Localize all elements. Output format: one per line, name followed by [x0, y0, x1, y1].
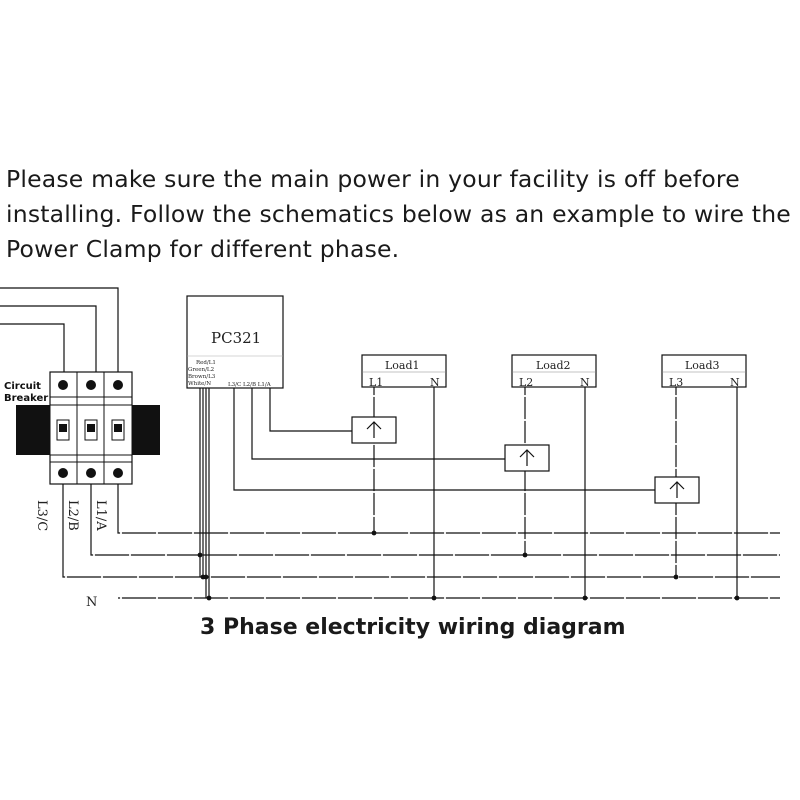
wire-color-red: Red/L1: [196, 360, 216, 366]
instructions-text: Please make sure the main power in your …: [6, 162, 796, 267]
terminal-bottom-l2: [86, 468, 96, 478]
wire-color-green: Green/L2: [188, 367, 214, 373]
ct-lead-l2: [251, 388, 505, 460]
load3-line: L3: [669, 376, 683, 389]
arrow-up-icon: [519, 449, 535, 466]
ct-clamp-l1: [351, 416, 397, 444]
terminal-top-l1: [113, 380, 123, 390]
ct-clamp-l2: [504, 444, 550, 472]
arrow-up-icon: [366, 421, 382, 438]
device-name: PC321: [211, 329, 261, 347]
circuit-breaker: [16, 371, 160, 485]
pc321-device: [186, 295, 284, 389]
ct-lead-l3: [233, 388, 655, 491]
bus-l2: [90, 484, 780, 556]
wire-color-brown: Brown/L3: [188, 374, 216, 380]
load2-line: L2: [519, 376, 533, 389]
terminal-top-l2: [86, 380, 96, 390]
load2-neutral: N: [580, 376, 590, 389]
instructions-line-3: Power Clamp for different phase.: [6, 235, 400, 263]
instructions-line-2: installing. Follow the schematics below …: [6, 200, 791, 228]
device-terminals: L3/C L2/B L1/A: [228, 382, 272, 388]
diagram-caption: 3 Phase electricity wiring diagram: [200, 615, 626, 640]
phase-label-l1: L1/A: [93, 500, 108, 531]
terminal-top-l3: [58, 380, 68, 390]
bus-l3: [62, 484, 780, 578]
supply-wire-l3: [0, 323, 65, 372]
neutral-label: N: [86, 595, 97, 610]
load1-neutral: N: [430, 376, 440, 389]
supply-wire-l2: [0, 305, 97, 372]
load3-name: Load3: [685, 359, 720, 372]
load3-box: [661, 354, 747, 388]
load1-line: L1: [369, 376, 383, 389]
supply-wire-l1: [0, 287, 119, 372]
terminal-bottom-l3: [58, 468, 68, 478]
phase-label-l3: L3/C: [34, 500, 49, 531]
phase-label-l2: L2/B: [65, 500, 80, 531]
load1-name: Load1: [385, 359, 420, 372]
instructions-line-1: Please make sure the main power in your …: [6, 165, 740, 193]
breaker-label-line2: Breaker: [4, 393, 48, 404]
breaker-label-line1: Circuit: [4, 381, 41, 392]
arrow-up-icon: [669, 481, 685, 498]
wire-color-white: White/N: [188, 381, 211, 387]
load3-neutral: N: [730, 376, 740, 389]
ct-lead-l1: [269, 388, 352, 432]
bus-l1: [117, 484, 780, 534]
terminal-bottom-l1: [113, 468, 123, 478]
load2-name: Load2: [536, 359, 571, 372]
load2-box: [511, 354, 597, 388]
load1-box: [361, 354, 447, 388]
ct-clamp-l3: [654, 476, 700, 504]
